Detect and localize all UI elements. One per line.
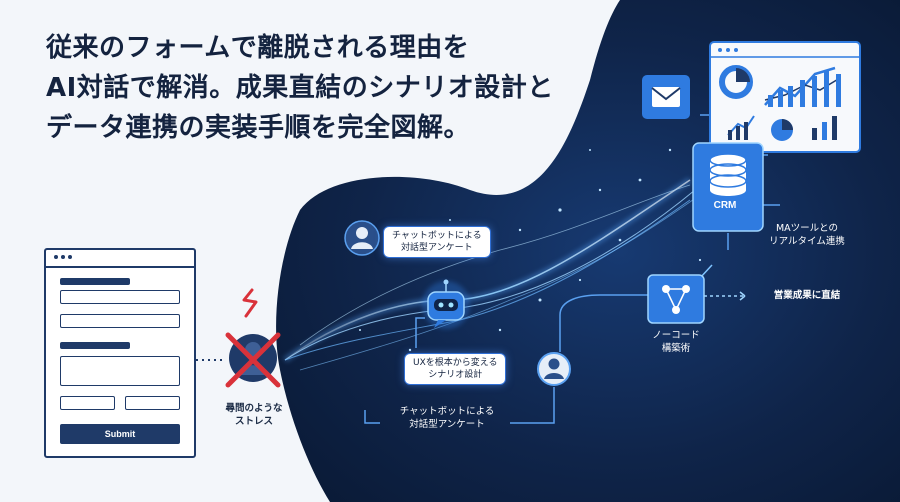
ma-label-line-2: リアルタイム連携 — [769, 236, 845, 247]
title-line-2: AI対話で解消。成果直結のシナリオ設計と — [46, 73, 554, 103]
form-field-3 — [60, 396, 115, 410]
chart-icon — [719, 65, 841, 141]
form-textarea — [60, 356, 180, 386]
ma-label: MAツールとの リアルタイム連携 — [752, 222, 862, 248]
robot-icon — [422, 279, 470, 329]
submit-button: Submit — [60, 424, 180, 444]
form-card: Submit — [44, 248, 196, 458]
result-label: 営業成果に直結 — [773, 290, 841, 301]
chatbot-label-bottom-line-1: チャットボットによる — [399, 406, 495, 417]
user-icon-bottom — [537, 352, 571, 386]
form-field-1 — [60, 290, 180, 304]
stress-label-line-2: ストレス — [234, 416, 273, 427]
lightning-icon — [242, 288, 258, 318]
chatbot-bubble: チャットボットによる 対話型アンケート — [383, 226, 491, 258]
network-icon — [647, 274, 705, 324]
crm-label: CRM — [713, 200, 737, 211]
form-title-bar — [46, 250, 194, 268]
mail-icon — [642, 75, 690, 119]
form-field-4 — [125, 396, 180, 410]
title-line-3: データ連携の実装手順を完全図解。 — [46, 113, 471, 143]
chatbot-label-bottom: チャットボットによる 対話型アンケート — [382, 405, 512, 431]
page-title: 従来のフォームで離脱される理由を AI対話で解消。成果直結のシナリオ設計と デー… — [46, 28, 606, 148]
stress-label: 尋問のような ストレス — [214, 402, 294, 428]
stress-label-line-1: 尋問のような — [225, 403, 283, 414]
chatbot-bubble-line-1: チャットボットによる — [392, 231, 482, 241]
nocode-label-line-1: ノーコード — [652, 330, 700, 341]
dashboard-panel — [709, 41, 861, 153]
scenario-bubble: UXを根本から変える シナリオ設計 — [404, 353, 507, 385]
stress-icon — [225, 332, 281, 388]
form-label-1 — [60, 278, 130, 285]
connectors — [364, 114, 780, 424]
title-line-1: 従来のフォームで離脱される理由を — [46, 33, 470, 63]
particles — [359, 148, 702, 352]
ma-label-line-1: MAツールとの — [775, 223, 839, 234]
form-label-2 — [60, 342, 130, 349]
chatbot-label-bottom-line-2: 対話型アンケート — [409, 419, 485, 430]
scenario-bubble-line-2: シナリオ設計 — [428, 370, 483, 380]
scenario-bubble-line-1: UXを根本から変える — [413, 358, 498, 368]
user-icon-top — [344, 220, 380, 256]
chatbot-bubble-line-2: 対話型アンケート — [401, 243, 473, 253]
arrow-head — [739, 291, 746, 301]
form-field-2 — [60, 314, 180, 328]
nocode-label-line-2: 構築術 — [661, 343, 691, 354]
nocode-label: ノーコード 構築術 — [626, 329, 726, 355]
database-icon — [692, 142, 764, 232]
